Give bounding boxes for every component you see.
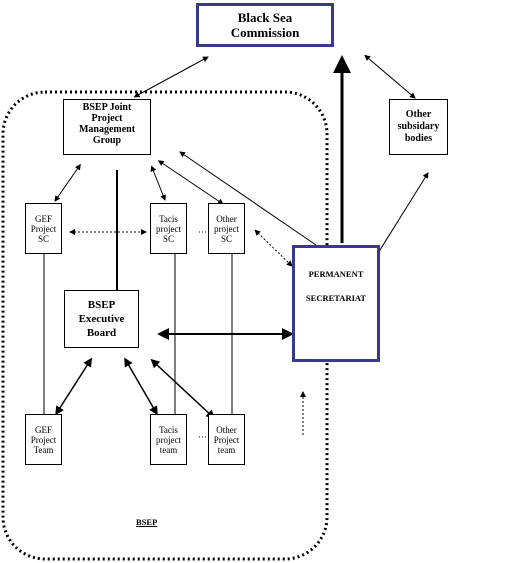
secretariat-label: PERMANENT SECRETARIAT: [305, 269, 367, 303]
tacis-sc-box: Tacis project SC: [150, 203, 187, 254]
executive-board-label: BSEP Executive Board: [78, 299, 125, 339]
gef-sc-box: GEF Project SC: [25, 203, 62, 254]
connector-other-sc-secretariat: [254, 229, 293, 267]
bsep-boundary: [1, 90, 329, 561]
joint-group-box: BSEP Joint Project Management Group: [63, 99, 151, 155]
connector-secretariat-other-bodies: [372, 172, 429, 263]
other-bodies-label: Other subsidary bodies: [397, 109, 440, 144]
other-team-label: Other Project team: [213, 424, 240, 455]
other-sc-box: Other project SC: [208, 203, 245, 254]
secretariat-box: PERMANENT SECRETARIAT: [292, 245, 380, 362]
connector-joint-tacis-sc: [150, 165, 166, 201]
gef-team-label: GEF Project Team: [30, 424, 57, 455]
gef-team-box: GEF Project Team: [25, 414, 62, 465]
connector-joint-gef-sc: [54, 163, 81, 202]
other-team-box: Other Project team: [208, 414, 245, 465]
joint-group-label: BSEP Joint Project Management Group: [78, 102, 136, 146]
tacis-team-box: Tacis project team: [150, 414, 187, 465]
tacis-team-label: Tacis project team: [156, 424, 181, 455]
connector-commission-joint: [133, 56, 209, 98]
other-sc-label: Other project SC: [214, 213, 239, 244]
connector-secretariat-joint: [179, 151, 317, 246]
connector-commission-other-bodies: [364, 54, 416, 99]
executive-board-box: BSEP Executive Board: [64, 290, 139, 348]
connector-joint-other-sc: [157, 160, 224, 205]
tacis-sc-label: Tacis project SC: [156, 213, 181, 244]
connector-board-tacis-team: [124, 357, 158, 416]
bsep-region-label: BSEP: [136, 517, 158, 527]
other-bodies-box: Other subsidary bodies: [389, 99, 448, 155]
connector-board-other-team: [150, 358, 216, 420]
commission-label: Black Sea Commission: [230, 10, 300, 40]
commission-box: Black Sea Commission: [196, 3, 334, 47]
gef-sc-label: GEF Project SC: [30, 213, 57, 244]
connector-board-gef-team: [55, 357, 93, 416]
